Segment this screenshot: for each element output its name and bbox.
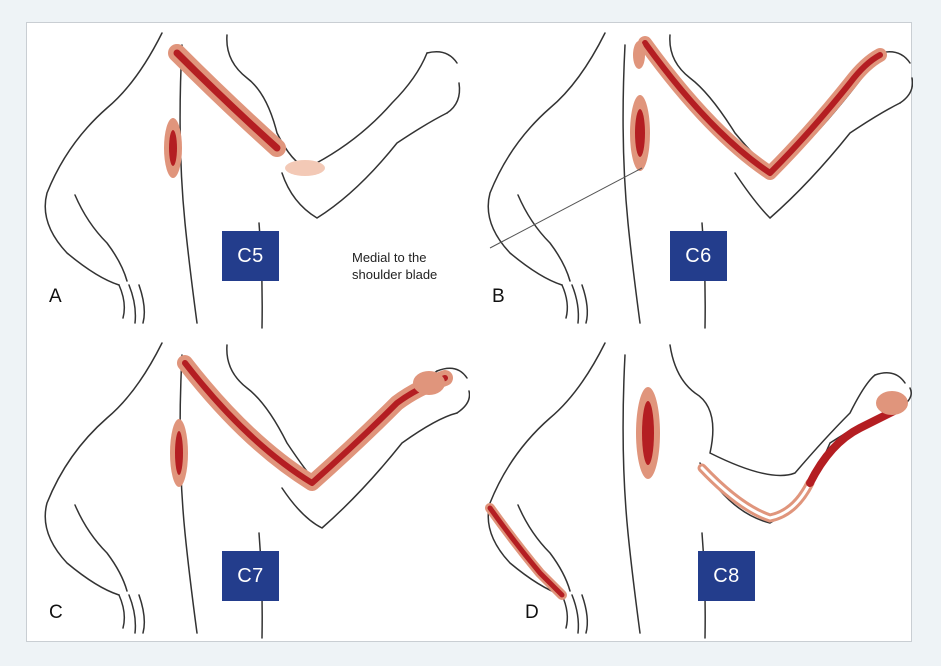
panel-b: Medial to the shoulder blade B C6: [352, 23, 913, 333]
panel-letter: B: [492, 286, 505, 307]
hand-zone-light: [876, 391, 908, 415]
panel-c-illustration: [44, 342, 470, 639]
pain-zone-dark: [173, 49, 281, 152]
nerve-root-badge: C8: [698, 551, 755, 601]
callout-label: Medial to the shoulder blade: [352, 249, 437, 283]
callout-line-1: Medial to the: [352, 250, 427, 265]
dermatome-c6: [630, 36, 887, 180]
hand-zone-light: [413, 371, 445, 395]
dermatome-c8: [485, 387, 908, 600]
panel-a-illustration: [44, 32, 461, 329]
scapula-zone-dark: [635, 109, 645, 157]
ulnar-zone-dark: [487, 505, 565, 598]
panel-a: A C5: [27, 23, 470, 333]
callout-line-2: shoulder blade: [352, 267, 438, 282]
panel-c: C C7: [27, 333, 470, 643]
panel-letter: A: [49, 286, 62, 307]
pain-zone-dark: [642, 40, 883, 176]
scapula-zone-dark: [175, 431, 183, 475]
figure-frame: A C5 Medial t: [26, 22, 913, 643]
neck-zone-light: [633, 41, 645, 69]
elbow-zone-pale: [285, 160, 325, 176]
nerve-root-badge: C6: [670, 231, 727, 281]
panel-b-illustration: [487, 32, 913, 329]
pain-zone-dark: [806, 404, 904, 487]
pain-zone-dark: [182, 360, 448, 486]
nerve-root-badge: C5: [222, 231, 279, 281]
pain-zone-light: [638, 36, 887, 180]
dermatome-c5: [164, 44, 325, 178]
panel-d-illustration: [485, 342, 912, 639]
scapula-zone-dark: [642, 401, 654, 465]
panel-letter: C: [49, 602, 63, 623]
body-outline: [44, 32, 461, 329]
forearm-band-inner: [700, 466, 812, 520]
dermatome-c7: [170, 355, 453, 491]
pain-zone-light: [177, 355, 453, 491]
scapula-zone-dark: [169, 130, 177, 166]
panel-letter: D: [525, 602, 539, 623]
panel-d: D C8: [470, 333, 913, 643]
nerve-root-badge: C7: [222, 551, 279, 601]
callout-leader-line: [489, 167, 643, 249]
